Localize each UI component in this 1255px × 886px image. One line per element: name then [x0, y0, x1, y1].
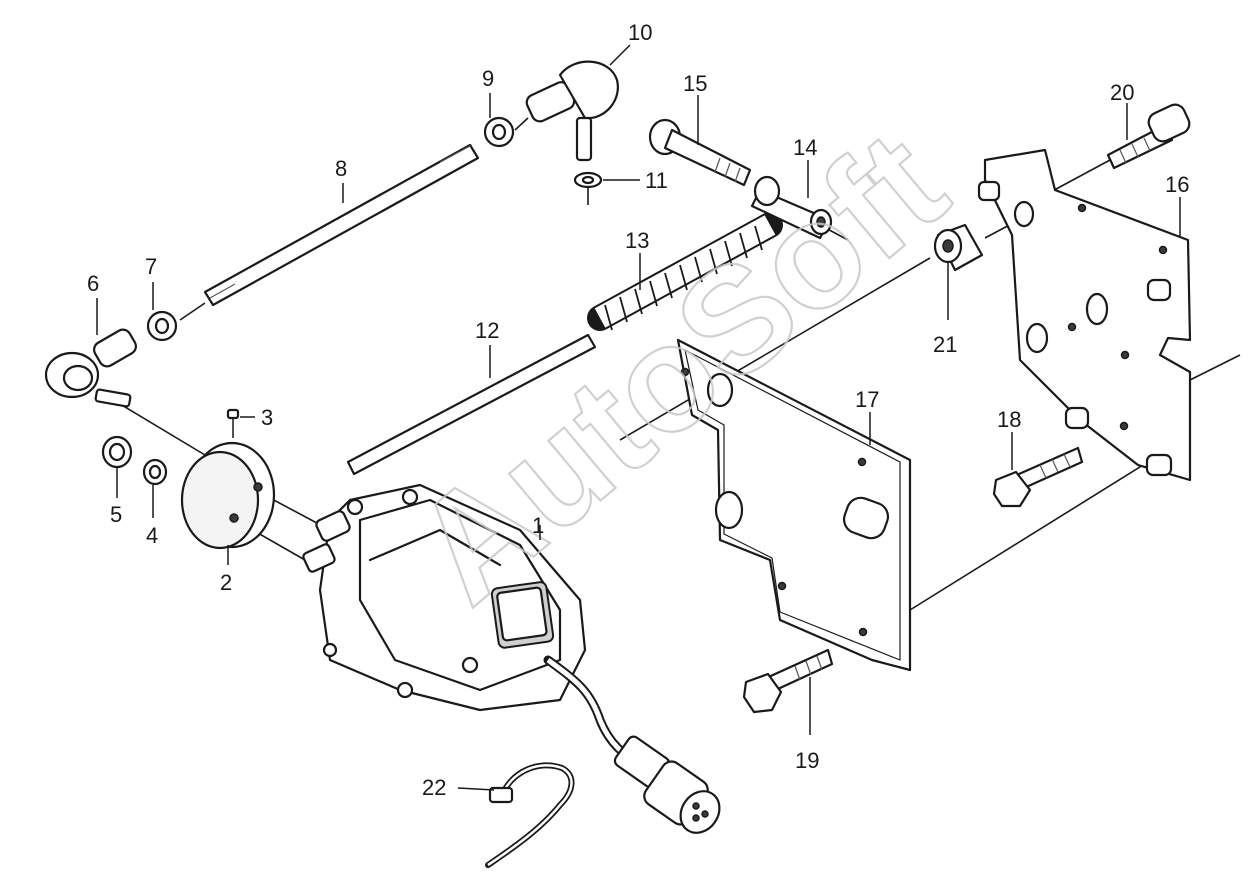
part-9-nut — [483, 116, 515, 148]
part-8-threaded-rod — [203, 143, 480, 307]
part-19-bolt — [742, 648, 834, 714]
part-18-bolt — [992, 446, 1084, 508]
callout-leaders — [96, 44, 1181, 791]
part-3-screw — [226, 408, 240, 438]
part-17-gasket-plate — [676, 338, 912, 672]
part-5-nut — [101, 435, 133, 469]
callout-15: 15 — [683, 71, 707, 96]
part-4-washer — [142, 458, 168, 486]
part-7-nut — [146, 310, 178, 342]
callout-20: 20 — [1110, 80, 1134, 105]
callout-18: 18 — [997, 407, 1021, 432]
callout-7: 7 — [145, 254, 157, 279]
part-21-spacer — [933, 223, 984, 272]
callout-3: 3 — [261, 405, 273, 430]
callout-21: 21 — [933, 332, 957, 357]
part-2-cover-disc — [180, 441, 276, 550]
callout-22: 22 — [422, 775, 446, 800]
part-11-washer — [573, 171, 603, 189]
callout-labels: 1 2 3 4 5 6 7 8 9 10 11 12 13 14 15 16 1… — [87, 20, 1189, 800]
callout-17: 17 — [855, 387, 879, 412]
callout-12: 12 — [475, 318, 499, 343]
callout-6: 6 — [87, 271, 99, 296]
callout-10: 10 — [628, 20, 652, 45]
part-20-bolt — [1106, 103, 1191, 170]
part-13-spring — [587, 212, 783, 331]
part-6-ball-joint — [44, 328, 137, 408]
part-1-actuator-body — [302, 483, 721, 834]
part-16-mounting-bracket — [977, 148, 1192, 482]
callout-1: 1 — [532, 513, 544, 538]
part-12-flat-bar — [346, 333, 597, 476]
callout-19: 19 — [795, 748, 819, 773]
callout-2: 2 — [220, 570, 232, 595]
callout-8: 8 — [335, 156, 347, 181]
part-15-bolt — [648, 118, 752, 187]
callout-4: 4 — [146, 523, 158, 548]
part-14-sleeve — [750, 175, 833, 240]
part-22-cable-tie — [485, 762, 575, 868]
callout-13: 13 — [625, 228, 649, 253]
callout-14: 14 — [793, 135, 817, 160]
callout-5: 5 — [110, 502, 122, 527]
callout-9: 9 — [482, 66, 494, 91]
part-10-ball-joint — [525, 60, 619, 162]
callout-16: 16 — [1165, 172, 1189, 197]
callout-11: 11 — [645, 168, 668, 193]
